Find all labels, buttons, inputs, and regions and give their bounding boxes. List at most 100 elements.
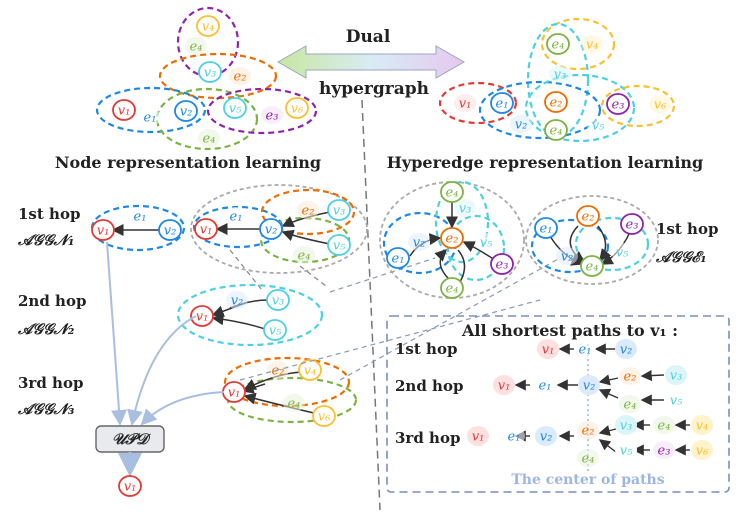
node-label-v2: v₂ <box>561 250 574 265</box>
node-label-v5: v₅ <box>592 119 605 134</box>
node-label-e2: e₂ <box>234 70 247 85</box>
aggn2-label: 𝒜𝒢𝒢𝒩₂ <box>17 320 75 338</box>
node-label-e4: e₄ <box>658 419 671 434</box>
node-v2: v₂ <box>259 218 283 240</box>
node-label-v2: v₂ <box>164 224 177 239</box>
node-e3: e₃ <box>653 441 675 459</box>
node-v1: v₁ <box>454 94 476 112</box>
node-v2: v₂ <box>408 233 430 251</box>
node-e2: e₂ <box>619 367 641 385</box>
path-hop1-label: 1st hop <box>395 340 457 358</box>
node-v2: v₂ <box>510 115 532 133</box>
node-label-v5: v₅ <box>229 102 242 117</box>
node-v3: v₃ <box>454 199 476 217</box>
node-hop1-graph: v₁ e₁ v₂ <box>90 204 186 252</box>
node-hop3-graph: v₁ e₂ v₄ e₄ v₆ <box>222 356 358 427</box>
node-label-e2: e₂ <box>624 370 637 385</box>
node-label-e3: e₃ <box>626 218 639 233</box>
node-v1: v₁ <box>537 339 559 359</box>
node-v1: v₁ <box>91 219 115 241</box>
node-label-v3: v₃ <box>333 204 346 219</box>
node-e1: e₁ <box>129 207 151 225</box>
node-label-v2: v₂ <box>583 379 596 394</box>
node-v3: v₃ <box>665 365 687 385</box>
path-hop2-label: 2nd hop <box>395 377 463 395</box>
node-v3: v₃ <box>327 199 351 221</box>
node-label-e4: e₄ <box>446 186 459 201</box>
node-label-e1: e₁ <box>539 379 552 394</box>
aggn1-label: 𝒜𝒢𝒢𝒩₁ <box>17 231 75 249</box>
node-e4: e₄ <box>198 129 220 147</box>
node-e4: e₄ <box>283 394 305 412</box>
shortest-paths-box <box>386 315 730 493</box>
node-v1: v₁ <box>222 381 246 403</box>
node-v2: v₂ <box>578 375 600 395</box>
node-v2: v₂ <box>158 219 182 241</box>
node-label-e4: e₄ <box>552 38 565 53</box>
node-v6: v₆ <box>691 440 713 460</box>
node-v4: v₄ <box>691 415 713 435</box>
node-label-v3: v₃ <box>554 68 567 83</box>
node-label-v6: v₆ <box>291 102 304 117</box>
node-label-v1: v₁ <box>459 97 472 112</box>
path-hop3-label: 3rd hop <box>395 429 460 447</box>
edge-hop1-label: 1st hop <box>656 220 718 238</box>
node-label-v4: v₄ <box>202 20 215 35</box>
node-label-v1: v₁ <box>542 343 555 358</box>
node-label-e2: e₂ <box>272 364 285 379</box>
hyperedge-representation-title: Hyperedge representation learning <box>387 153 703 172</box>
aggn3-label: 𝒜𝒢𝒢𝒩₃ <box>17 400 75 418</box>
node-label-v3: v₃ <box>204 66 217 81</box>
node-e2: e₂ <box>297 201 319 219</box>
node-label-e1: e₁ <box>496 97 509 112</box>
node-v6: v₆ <box>285 97 309 119</box>
agge1-label: 𝒜𝒢𝒢ℰ₁ <box>655 248 707 266</box>
node-label-v3: v₃ <box>620 419 633 434</box>
node-e2: e₂ <box>576 205 600 227</box>
node-e1: e₁ <box>534 376 556 394</box>
node-v1: v₁ <box>190 305 214 327</box>
node-v5: v₅ <box>327 234 351 256</box>
node-v6: v₆ <box>312 405 336 427</box>
dual-label: Dual <box>346 27 391 47</box>
upd-label: 𝒰𝒫𝒟 <box>112 430 151 448</box>
node-label-v4: v₄ <box>696 419 709 434</box>
node-label-v5: v₅ <box>620 444 633 459</box>
node-label-e3: e₃ <box>496 258 509 273</box>
node-v1: v₁ <box>194 218 218 240</box>
node-label-v5: v₅ <box>333 239 346 254</box>
node-label-e2: e₂ <box>302 204 315 219</box>
node-e1: e₁ <box>503 427 525 445</box>
node-v4: v₄ <box>196 15 220 37</box>
node-label-e1: e₁ <box>392 252 405 267</box>
node-v4: v₄ <box>298 359 322 381</box>
node-e4: e₄ <box>546 33 570 55</box>
node-label-v1: v₁ <box>118 104 131 119</box>
node-v2: v₂ <box>226 291 248 309</box>
node-label-e4: e₄ <box>550 124 563 139</box>
node-e1: e₁ <box>490 92 514 114</box>
node-v2: v₂ <box>556 247 578 265</box>
node-label-e2: e₂ <box>582 424 595 439</box>
node-e2: e₂ <box>544 91 568 113</box>
node-v2: v₂ <box>535 426 557 446</box>
node-v2: v₂ <box>615 339 637 359</box>
node-label-v3: v₃ <box>272 294 285 309</box>
node-e2: e₂ <box>440 227 464 249</box>
node-label-e1: e₁ <box>508 430 521 445</box>
node-label-v1: v₁ <box>472 430 485 445</box>
node-label-v5: v₅ <box>480 236 493 251</box>
node-label-e1: e₁ <box>230 210 243 225</box>
node-label-v6: v₆ <box>696 444 709 459</box>
node-v4: v₄ <box>581 35 603 53</box>
node-label-v2: v₂ <box>540 430 553 445</box>
node-label-e2: e₂ <box>582 210 595 225</box>
node-label-v6: v₆ <box>318 410 331 425</box>
node-label-e4: e₄ <box>582 452 595 467</box>
